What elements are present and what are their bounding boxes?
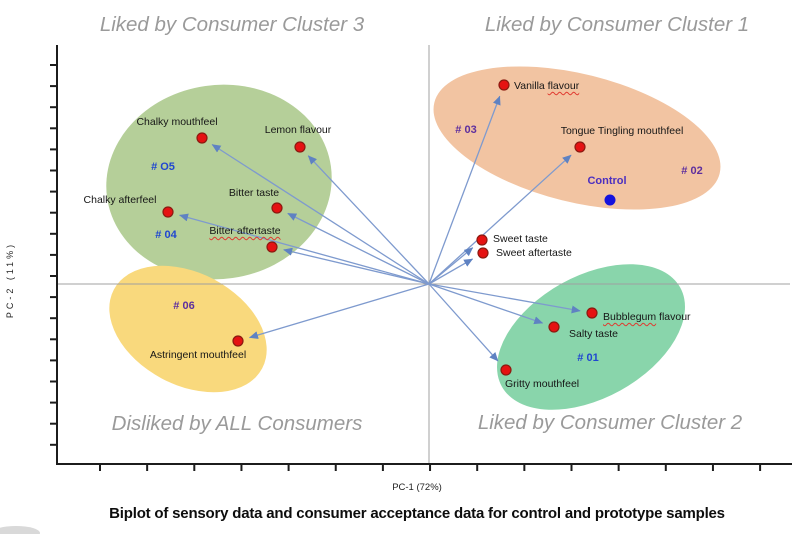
attribute-point-salty-taste [548,321,560,333]
attribute-label-chalky-mouthfeel: Chalky mouthfeel [136,116,218,128]
attribute-point-bitter-aftertaste [266,241,278,253]
spellcheck-underline: Bitter aftertaste [209,225,281,237]
vector-arrow-tongue-tingling-mouthfeel [428,154,572,285]
spellcheck-underline: Bubblegum [603,311,657,323]
attribute-label-astringent-mouthfeel: Astringent mouthfeel [149,349,247,361]
sample-label-06: # 06 [173,300,195,312]
attribute-point-sweet-aftertaste [477,247,489,259]
sample-label-04: # 04 [155,229,177,241]
y-axis-label: PC-2 (11%) [5,241,15,319]
attribute-point-tongue-tingling-mouthfeel [574,141,586,153]
x-axis-label: PC-1 (72%) [392,482,442,493]
vector-arrow-vanilla-flavour [428,95,501,285]
sample-label-02: # 02 [681,165,703,177]
attribute-label-chalky-afterfeel: Chalky afterfeel [83,194,157,206]
attribute-point-chalky-afterfeel [162,206,174,218]
spellcheck-underline: flavour [547,80,580,92]
attribute-point-vanilla-flavour [498,79,510,91]
control-sample-point [604,194,616,206]
vector-arrow-chalky-mouthfeel [211,143,430,285]
vector-arrow-sweet-taste [428,247,474,285]
sample-label-01: # 01 [577,352,599,364]
cutoff-artifact [0,526,40,534]
figure-caption: Biplot of sensory data and consumer acce… [109,505,725,522]
attribute-point-lemon-flavour [294,141,306,153]
vector-arrow-chalky-afterfeel [179,213,430,285]
control-label: Control [587,175,627,187]
attribute-label-bitter-aftertaste: Bitter aftertaste [209,225,280,237]
cluster-ellipse-liked-cluster-3-green [106,84,332,280]
quadrant-label-cluster-3: Liked by Consumer Cluster 3 [99,13,365,36]
attribute-label-sweet-aftertaste: Sweet aftertaste [496,247,572,259]
vector-arrow-bubblegum-flavour [428,283,581,314]
quadrant-label-disliked-all: Disliked by ALL Consumers [111,412,363,435]
attribute-label-gritty-mouthfeel: Gritty mouthfeel [505,378,580,390]
attribute-label-vanilla-flavour: Vanilla flavour [514,80,580,92]
attribute-point-bubblegum-flavour [586,307,598,319]
attribute-label-sweet-taste: Sweet taste [493,233,548,245]
attribute-point-chalky-mouthfeel [196,132,208,144]
vector-arrow-bitter-taste [287,212,430,285]
vector-arrow-sweet-aftertaste [428,258,474,285]
attribute-label-bitter-taste: Bitter taste [228,187,280,199]
quadrant-label-cluster-1: Liked by Consumer Cluster 1 [484,13,750,36]
attribute-label-salty-taste: Salty taste [569,328,619,340]
attribute-point-gritty-mouthfeel [500,364,512,376]
attribute-point-sweet-taste [476,234,488,246]
cluster-ellipse-disliked-all-yellow [109,265,267,393]
cluster-ellipse-liked-cluster-1-orange [433,66,721,210]
vector-arrow-lemon-flavour [307,155,430,285]
attribute-label-bubblegum-flavour: Bubblegum flavour [603,311,691,323]
quadrant-label-cluster-2: Liked by Consumer Cluster 2 [477,411,743,434]
sample-label-03: # 03 [455,124,477,136]
attribute-point-astringent-mouthfeel [232,335,244,347]
sample-label-o5: # O5 [151,161,175,173]
cluster-ellipse-liked-cluster-2-teal [497,264,685,410]
vector-arrow-astringent-mouthfeel [249,283,430,339]
vector-arrow-gritty-mouthfeel [428,283,499,362]
attribute-point-bitter-taste [271,202,283,214]
attribute-label-tongue-tingling-mouthfeel: Tongue Tingling mouthfeel [560,125,684,137]
vector-arrow-salty-taste [428,283,544,325]
vector-arrow-bitter-aftertaste [283,247,430,285]
attribute-label-lemon-flavour: Lemon flavour [264,124,332,136]
